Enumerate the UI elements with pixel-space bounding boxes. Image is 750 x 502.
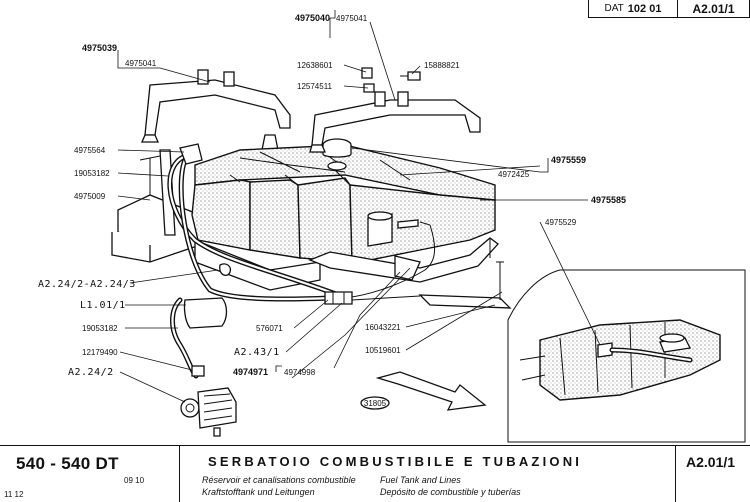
ref-l1-01-1: L1.01/1: [80, 300, 126, 311]
code-cell: A2.01/1: [675, 446, 750, 502]
title-german: Kraftstofftank und Leitungen: [202, 487, 315, 497]
label-12179490: 12179490: [82, 348, 118, 357]
label-15888821: 15888821: [424, 61, 460, 70]
label-16043221: 16043221: [365, 323, 401, 332]
section-code-footer: A2.01/1: [686, 454, 736, 470]
model-name: 540 - 540 DT: [16, 454, 119, 473]
leader-lines: [117, 10, 601, 403]
model-years: 09 10: [124, 476, 145, 485]
part-labels: 4975040 4975041 4975039 4975041 12638601…: [38, 13, 626, 378]
fuel-lift-pump: [180, 387, 237, 437]
label-4975564: 4975564: [74, 146, 106, 155]
detail-inset: [507, 269, 746, 443]
label-4972425: 4972425: [498, 170, 530, 179]
label-4975529: 4975529: [545, 218, 577, 227]
label-4974998: 4974998: [284, 368, 316, 377]
ref-a2-24-2-a2-24-3: A2.24/2-A2.24/3: [38, 279, 136, 290]
label-10519601: 10519601: [365, 346, 401, 355]
title-block: 540 - 540 DT 09 10 11 12 SERBATOIO COMBU…: [0, 445, 750, 502]
label-4975040: 4975040: [295, 13, 330, 23]
title-italian: SERBATOIO COMBUSTIBILE E TUBAZIONI: [208, 454, 583, 469]
tank-strap-right: [309, 91, 481, 153]
drawing-number-badge: 31805: [360, 396, 390, 410]
fuel-tank-exploded-diagram: 31805: [38, 10, 746, 443]
label-4975009: 4975009: [74, 192, 106, 201]
title-french: Réservoir et canalisations combustible: [202, 475, 356, 485]
title-spanish: Depósito de combustible y tuberías: [380, 487, 521, 497]
dat-reference-box: DAT 102 01: [588, 0, 678, 18]
strap-bolts: [361, 67, 421, 93]
model-cell: 540 - 540 DT 09 10 11 12: [0, 446, 180, 502]
ref-a2-43-1: A2.43/1: [234, 347, 280, 358]
label-4975041-top: 4975041: [336, 14, 368, 23]
title-english: Fuel Tank and Lines: [380, 475, 461, 485]
tank-support-bracket: [308, 237, 512, 309]
label-4974971: 4974971: [233, 367, 268, 377]
fuel-tank: [191, 138, 496, 263]
tank-strap-left: [141, 69, 291, 143]
fuel-lines: [167, 143, 436, 379]
label-576071: 576071: [256, 324, 283, 333]
ref-a2-24-2: A2.24/2: [68, 367, 114, 378]
label-4975039: 4975039: [82, 43, 117, 53]
label-4975585: 4975585: [591, 195, 626, 205]
label-4975559: 4975559: [551, 155, 586, 165]
page-numbers: 11 12: [4, 490, 24, 499]
title-cell: SERBATOIO COMBUSTIBILE E TUBAZIONI Réser…: [180, 446, 675, 502]
label-12638601: 12638601: [297, 61, 333, 70]
drawing-number: 31805: [364, 399, 387, 408]
dat-number: 102 01: [627, 2, 662, 15]
label-19053182-bottom: 19053182: [82, 324, 118, 333]
label-12574511: 12574511: [297, 82, 333, 91]
label-4975041-left: 4975041: [125, 59, 157, 68]
dat-prefix: DAT: [604, 3, 624, 14]
forward-direction-arrow: [375, 371, 487, 411]
section-code: A2.01/1: [692, 1, 735, 16]
label-19053182-top: 19053182: [74, 169, 110, 178]
fuel-filter: [183, 297, 228, 329]
